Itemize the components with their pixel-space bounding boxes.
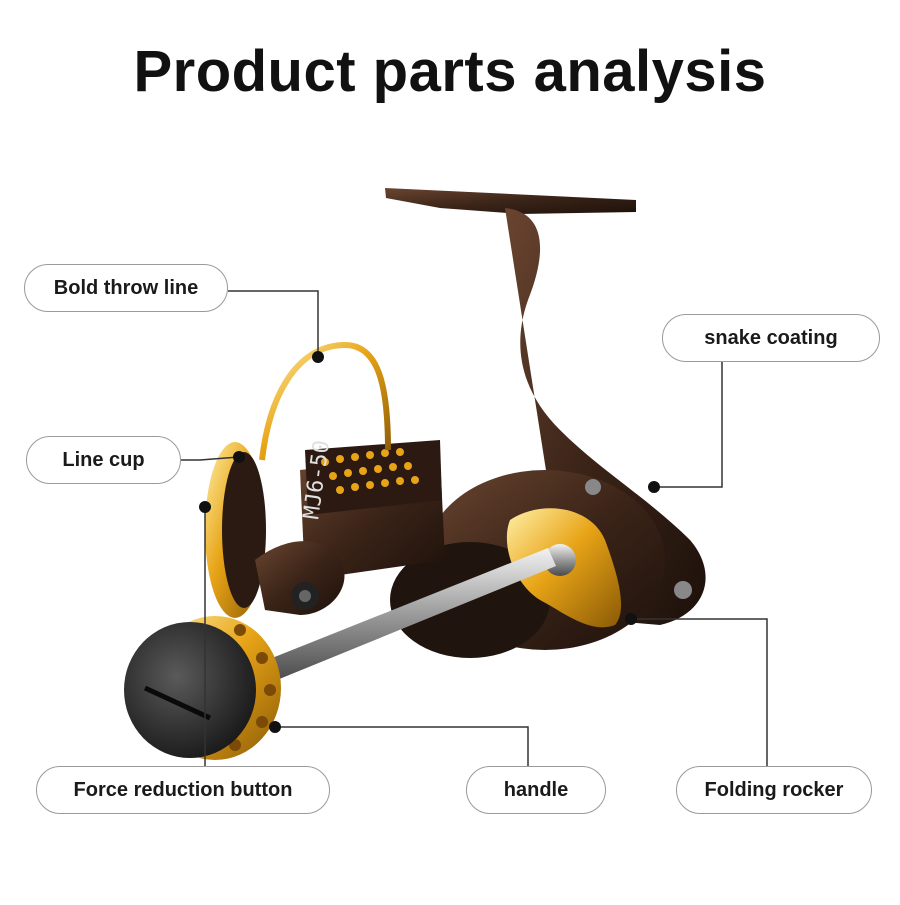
callout-leaders: [181, 290, 768, 766]
leader-handle: [275, 726, 529, 766]
leader-line-cup: [181, 456, 240, 461]
callout-dots: [199, 351, 660, 733]
label-line-cup: Line cup: [26, 436, 181, 484]
rotor-arm: [255, 541, 345, 615]
side-cap: [506, 508, 622, 628]
handle-arm: [262, 548, 556, 682]
page-title: Product parts analysis: [133, 39, 767, 104]
spool: MJ6-50: [299, 439, 445, 580]
handle-knob: [124, 616, 281, 760]
label-force-reduction-button: Force reduction button: [36, 766, 330, 814]
bail-wire: [259, 341, 391, 461]
label-handle: handle: [466, 766, 606, 814]
line-cup: [205, 442, 266, 618]
leader-bold-throw-line: [228, 290, 319, 357]
label-folding-rocker: Folding rocker: [676, 766, 872, 814]
leader-snake-coating: [654, 362, 723, 488]
label-bold-throw-line: Bold throw line: [24, 264, 228, 312]
leader-folding-rocker: [631, 618, 768, 766]
label-snake-coating: snake coating: [662, 314, 880, 362]
